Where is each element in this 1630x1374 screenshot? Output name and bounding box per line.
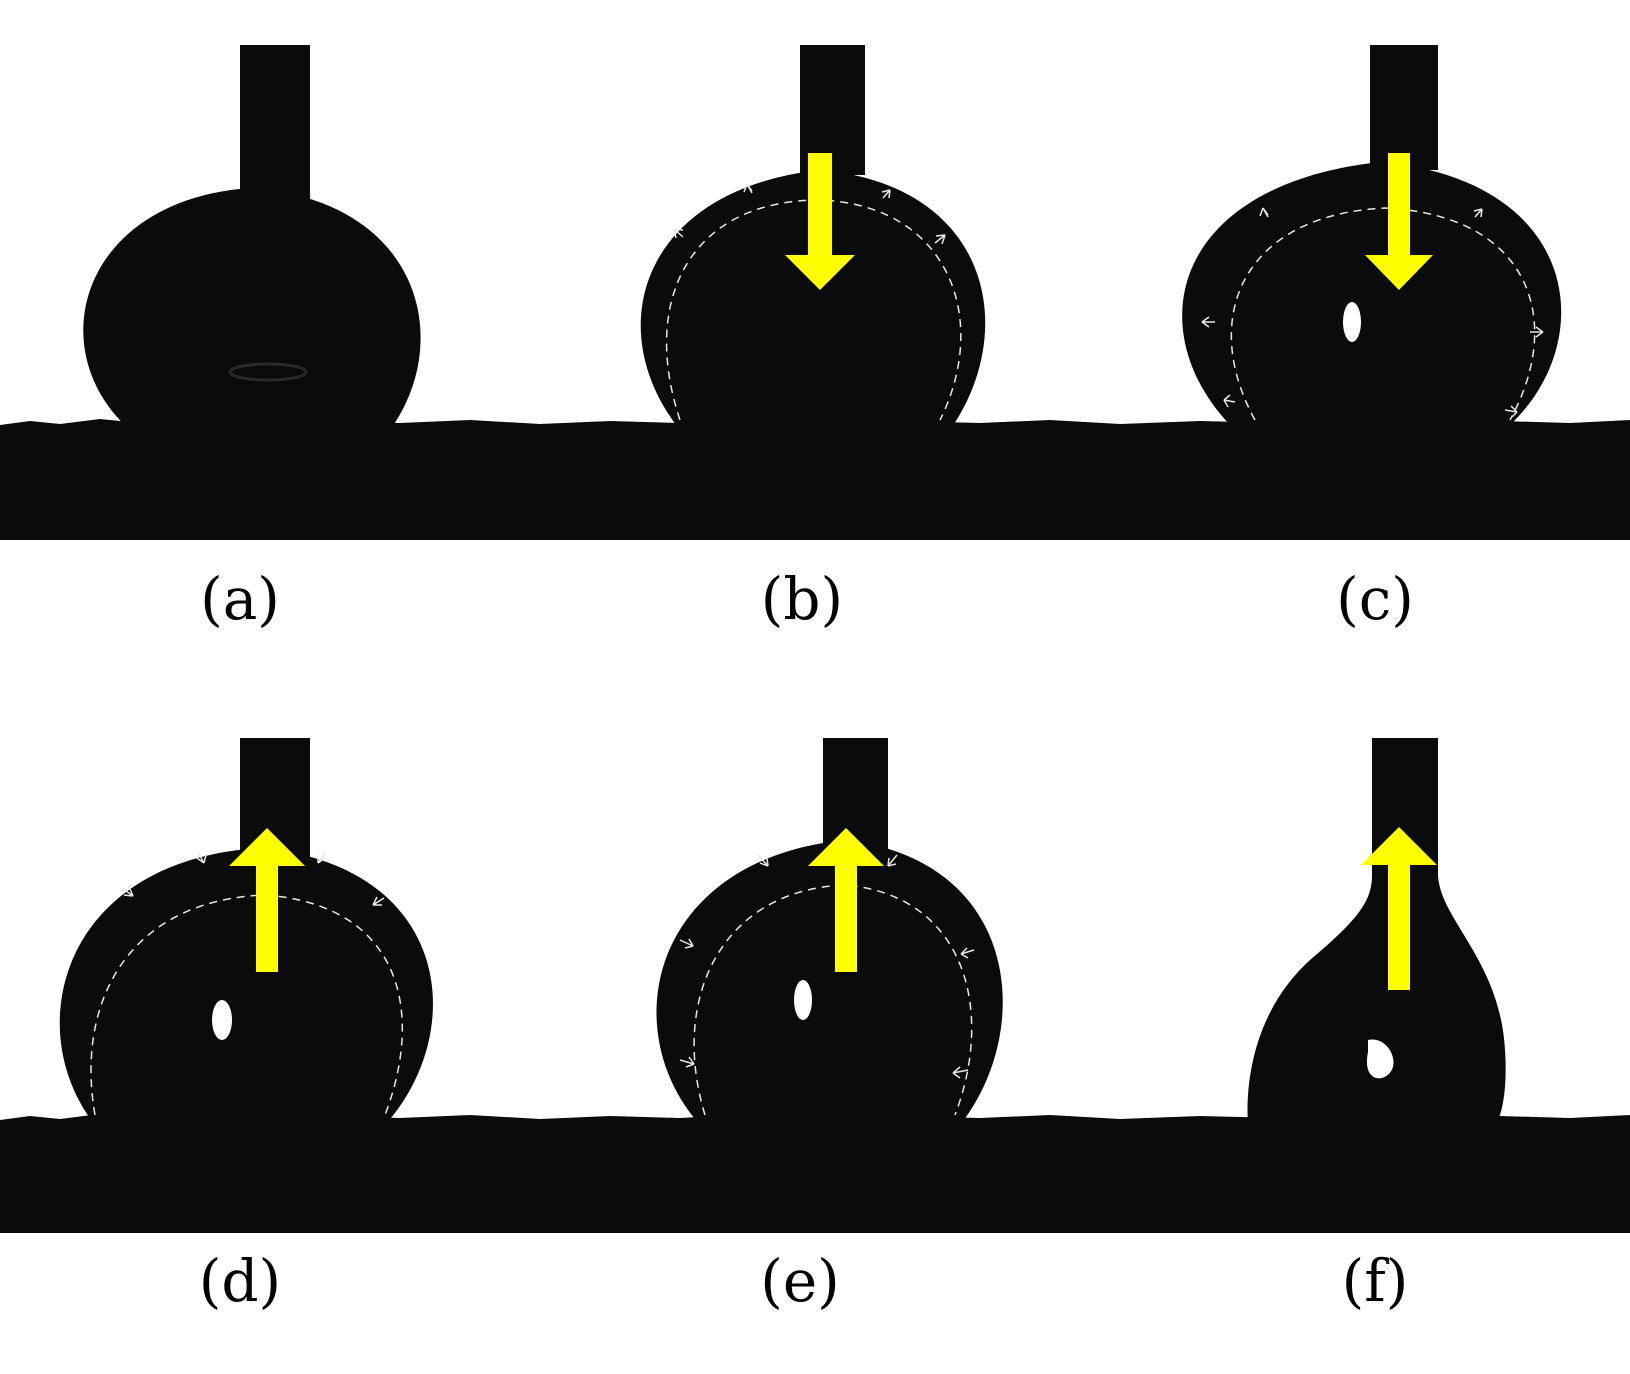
panel-label-f: (f) bbox=[1341, 1247, 1409, 1315]
up-arrow-icon bbox=[808, 828, 884, 972]
up-arrow-icon bbox=[229, 828, 305, 972]
panel-label-e: (e) bbox=[760, 1247, 840, 1315]
up-arrow-icon bbox=[1361, 827, 1437, 990]
panel-c-drop bbox=[1182, 45, 1562, 425]
down-arrow-icon bbox=[1365, 153, 1433, 290]
substrate-bottom bbox=[0, 1114, 1630, 1233]
panel-label-a: (a) bbox=[200, 565, 280, 633]
panel-e-drop bbox=[656, 738, 1003, 1125]
panel-label-b: (b) bbox=[760, 565, 844, 633]
panel-label-d: (d) bbox=[198, 1247, 282, 1315]
top-image-strip bbox=[0, 0, 1630, 540]
substrate-top bbox=[0, 419, 1630, 540]
panel-f-drop bbox=[1247, 738, 1506, 1125]
panel-d-drop bbox=[59, 738, 433, 1125]
down-arrow-icon bbox=[785, 153, 855, 290]
panel-label-c: (c) bbox=[1336, 565, 1414, 633]
bottom-image-strip bbox=[0, 700, 1630, 1240]
panel-b-drop bbox=[640, 45, 986, 430]
panel-a-drop bbox=[83, 45, 421, 430]
